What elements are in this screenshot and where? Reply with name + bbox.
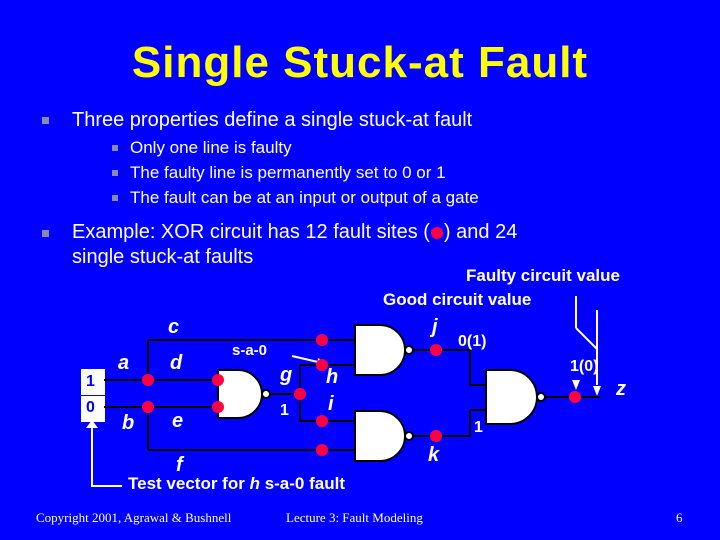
line-i-label: i — [328, 393, 334, 415]
bullet-2-part2: ) and 24 — [443, 221, 518, 243]
bullet-square-icon — [42, 117, 49, 124]
input-a-box — [81, 369, 105, 395]
line-h-label: h — [326, 366, 339, 388]
sub-bullet-icon — [112, 195, 118, 201]
fault-site-h — [316, 359, 328, 371]
line-d-label: d — [170, 352, 183, 374]
bullet-2-part1: Example: XOR circuit has 12 fault sites … — [72, 221, 430, 243]
footer-lecture: Lecture 3: Fault Modeling — [286, 510, 423, 525]
fault-site-k — [430, 430, 442, 442]
fault-site-e — [212, 401, 224, 413]
fault-label: s-a-0 — [232, 342, 268, 359]
bullet-2: Example: XOR circuit has 12 fault sites … — [72, 220, 517, 244]
sub-bullet-1: Only one line is faulty — [130, 138, 292, 157]
input-a-value: 1 — [86, 373, 95, 390]
bullet-2-line2: single stuck-at faults — [72, 246, 254, 268]
line-z-value: 1(0) — [570, 358, 599, 375]
slide-title: Single Stuck-at Fault — [131, 38, 589, 87]
fault-site-j — [430, 344, 442, 356]
bullet-1: Three properties define a single stuck-a… — [72, 109, 473, 131]
line-j-label: j — [432, 316, 438, 338]
fault-site-b — [142, 401, 154, 413]
fault-site-g — [294, 388, 306, 400]
fault-site-i — [316, 415, 328, 427]
fault-site-z — [569, 391, 581, 403]
fault-site-f — [316, 444, 328, 456]
line-g-label: g — [280, 364, 293, 386]
line-j-value: 0(1) — [458, 333, 487, 350]
fault-site-c — [316, 334, 328, 346]
good-circuit-caption: Good circuit value — [383, 290, 532, 309]
fault-site-a — [142, 374, 154, 386]
line-k-value: 1 — [474, 419, 483, 436]
fault-site-d — [212, 374, 224, 386]
line-k-label: k — [428, 444, 440, 466]
line-f-label: f — [176, 454, 183, 476]
line-c-label: c — [168, 316, 180, 338]
sub-bullet-3: The fault can be at an input or output o… — [130, 188, 479, 207]
sub-bullet-icon — [112, 145, 118, 151]
line-z-label: z — [616, 378, 626, 400]
faulty-circuit-caption: Faulty circuit value — [466, 266, 620, 285]
line-e-label: e — [172, 410, 184, 432]
test-vector-caption: Test vector for h s-a-0 fault — [128, 474, 345, 494]
line-g-value: 1 — [280, 402, 289, 419]
sub-bullet-icon — [112, 170, 118, 176]
test-vector-line: h — [249, 474, 260, 493]
line-b-label: b — [122, 412, 135, 434]
sub-bullet-2: The faulty line is permanently set to 0 … — [130, 163, 446, 182]
test-vector-label: Test vector for — [128, 474, 245, 493]
fault-site-icon — [430, 226, 443, 239]
test-vector-suffix: s-a-0 fault — [264, 474, 345, 493]
bullet-square-icon — [42, 230, 49, 237]
footer-page-number: 6 — [676, 510, 683, 525]
line-a-label: a — [118, 352, 130, 374]
footer-copyright: Copyright 2001, Agrawal & Bushnell — [36, 510, 232, 525]
input-b-value: 0 — [86, 399, 95, 416]
